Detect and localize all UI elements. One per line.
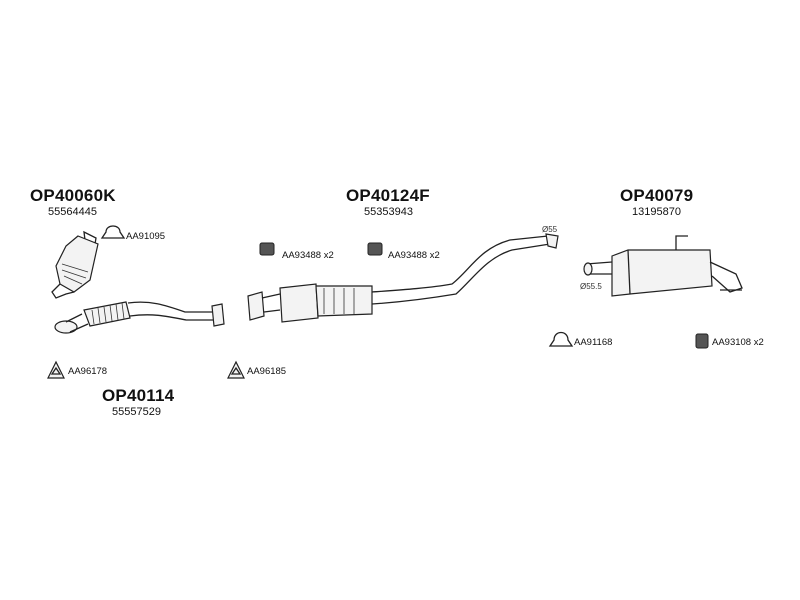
clamp-icon (100, 225, 126, 239)
gasket-icon (47, 360, 65, 379)
catalytic-converter-op40060k (51, 230, 99, 299)
assembly-number: 13195870 (632, 206, 681, 218)
center-section-op40124f (247, 233, 559, 323)
accessory-label: AA93108 x2 (712, 337, 764, 348)
assembly-code-op40114: OP40114 (102, 386, 175, 405)
assembly-code-op40124f: OP40124F (346, 186, 430, 205)
diameter-label: Ø55.5 (580, 282, 602, 291)
assembly-number: 55564445 (48, 206, 97, 218)
gasket-icon (227, 360, 245, 379)
clamp-icon (548, 331, 574, 347)
rubber-hanger-icon (367, 242, 383, 256)
rubber-hanger-icon (259, 242, 275, 256)
diameter-label: Ø55 (542, 225, 558, 234)
accessory-label: AA91095 (126, 231, 166, 242)
front-pipe-op40114 (54, 301, 225, 334)
assembly-number: 55557529 (112, 406, 161, 418)
rubber-hanger-icon (695, 333, 709, 349)
assembly-code-op40060k: OP40060K (30, 186, 116, 205)
accessory-label: AA93488 x2 (282, 250, 334, 261)
rear-silencer-op40079 (583, 235, 743, 297)
assembly-number: 55353943 (364, 206, 413, 218)
assembly-code-op40079: OP40079 (620, 186, 694, 205)
accessory-label: AA91168 (574, 337, 613, 348)
accessory-label: AA96178 (68, 366, 108, 377)
accessory-label: AA96185 (247, 366, 287, 377)
accessory-label: AA93488 x2 (388, 250, 440, 261)
